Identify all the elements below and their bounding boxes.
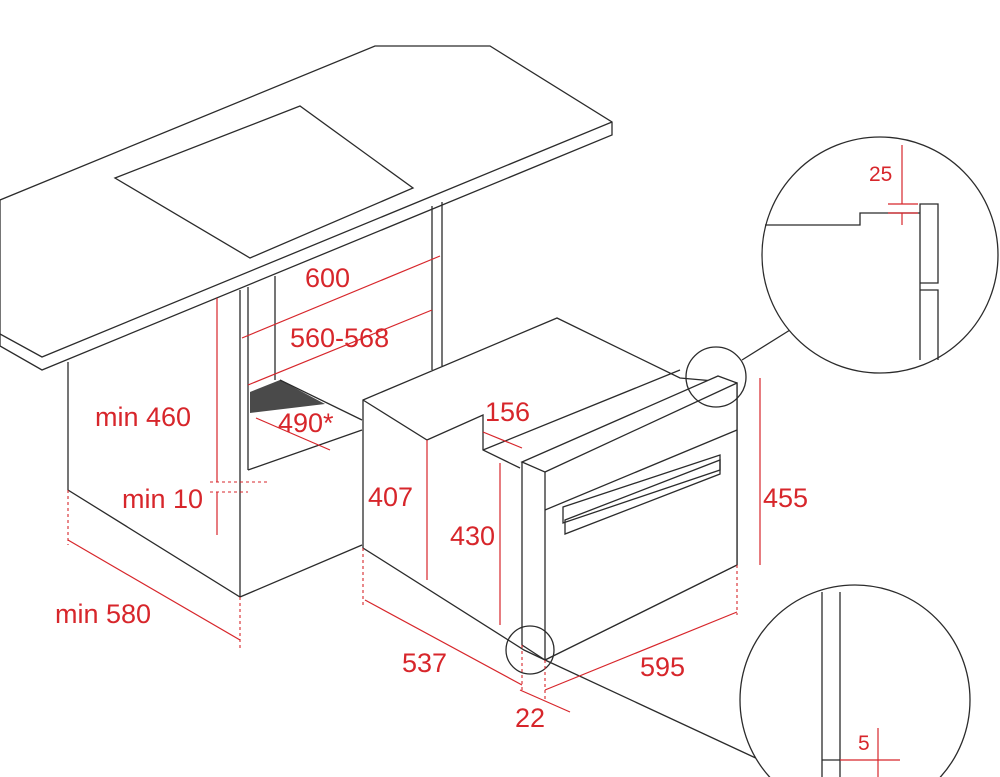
label-detail-bottom-gap: 5	[858, 732, 870, 755]
label-oven-depth: 537	[402, 648, 447, 678]
label-top-step: 156	[485, 397, 530, 427]
cabinet	[67, 202, 443, 598]
detail-bottom	[505, 584, 971, 777]
label-oven-height: 455	[763, 483, 808, 513]
label-bottom-gap: min 10	[122, 484, 203, 514]
label-niche-height: min 460	[95, 402, 191, 432]
label-rear-height: 407	[368, 482, 413, 512]
label-detail-top-gap: 25	[869, 163, 892, 186]
shelf	[250, 380, 325, 413]
hob	[113, 105, 415, 259]
countertop	[0, 45, 613, 371]
label-niche-depth: min 580	[55, 599, 151, 629]
label-oven-width: 595	[640, 652, 685, 682]
label-shelf-depth: 490*	[278, 408, 334, 438]
label-niche-width: 560-568	[290, 323, 389, 353]
oven	[362, 317, 761, 761]
detail-top	[685, 136, 999, 408]
label-front-height: 430	[450, 521, 495, 551]
label-cutout-width: 600	[305, 263, 350, 293]
label-front-panel: 22	[515, 703, 545, 733]
dimension-lines	[67, 255, 761, 713]
